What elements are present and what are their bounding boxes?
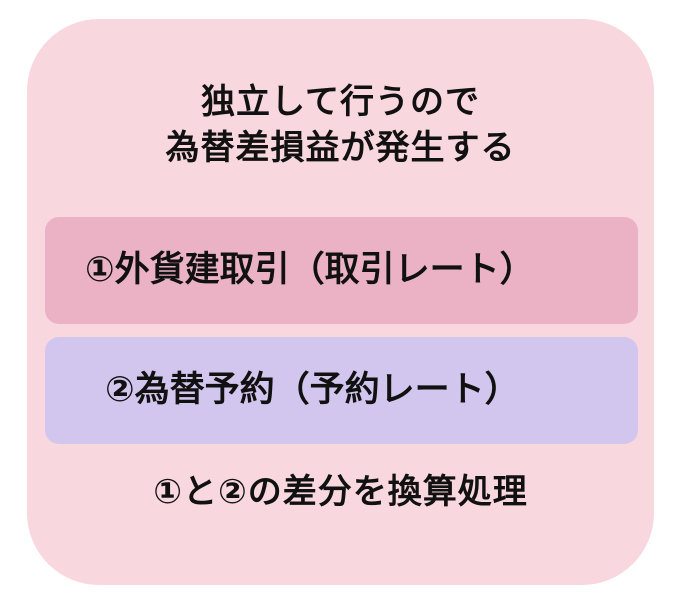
forward-exchange-contract-label: ②為替予約（予約レート） — [105, 370, 520, 410]
foreign-currency-transaction-label: ①外貨建取引（取引レート） — [85, 250, 535, 290]
explanation-card: 独立して行うので 為替差損益が発生する ①外貨建取引（取引レート） ②為替予約（… — [27, 19, 654, 585]
heading-line-2: 為替差損益が発生する — [165, 128, 516, 168]
foreign-currency-transaction-box: ①外貨建取引（取引レート） — [45, 217, 638, 324]
heading: 独立して行うので 為替差損益が発生する — [27, 79, 654, 171]
forward-exchange-contract-box: ②為替予約（予約レート） — [45, 337, 638, 444]
heading-line-1: 独立して行うので — [201, 82, 480, 122]
conclusion-text: ①と②の差分を換算処理 — [153, 472, 528, 512]
